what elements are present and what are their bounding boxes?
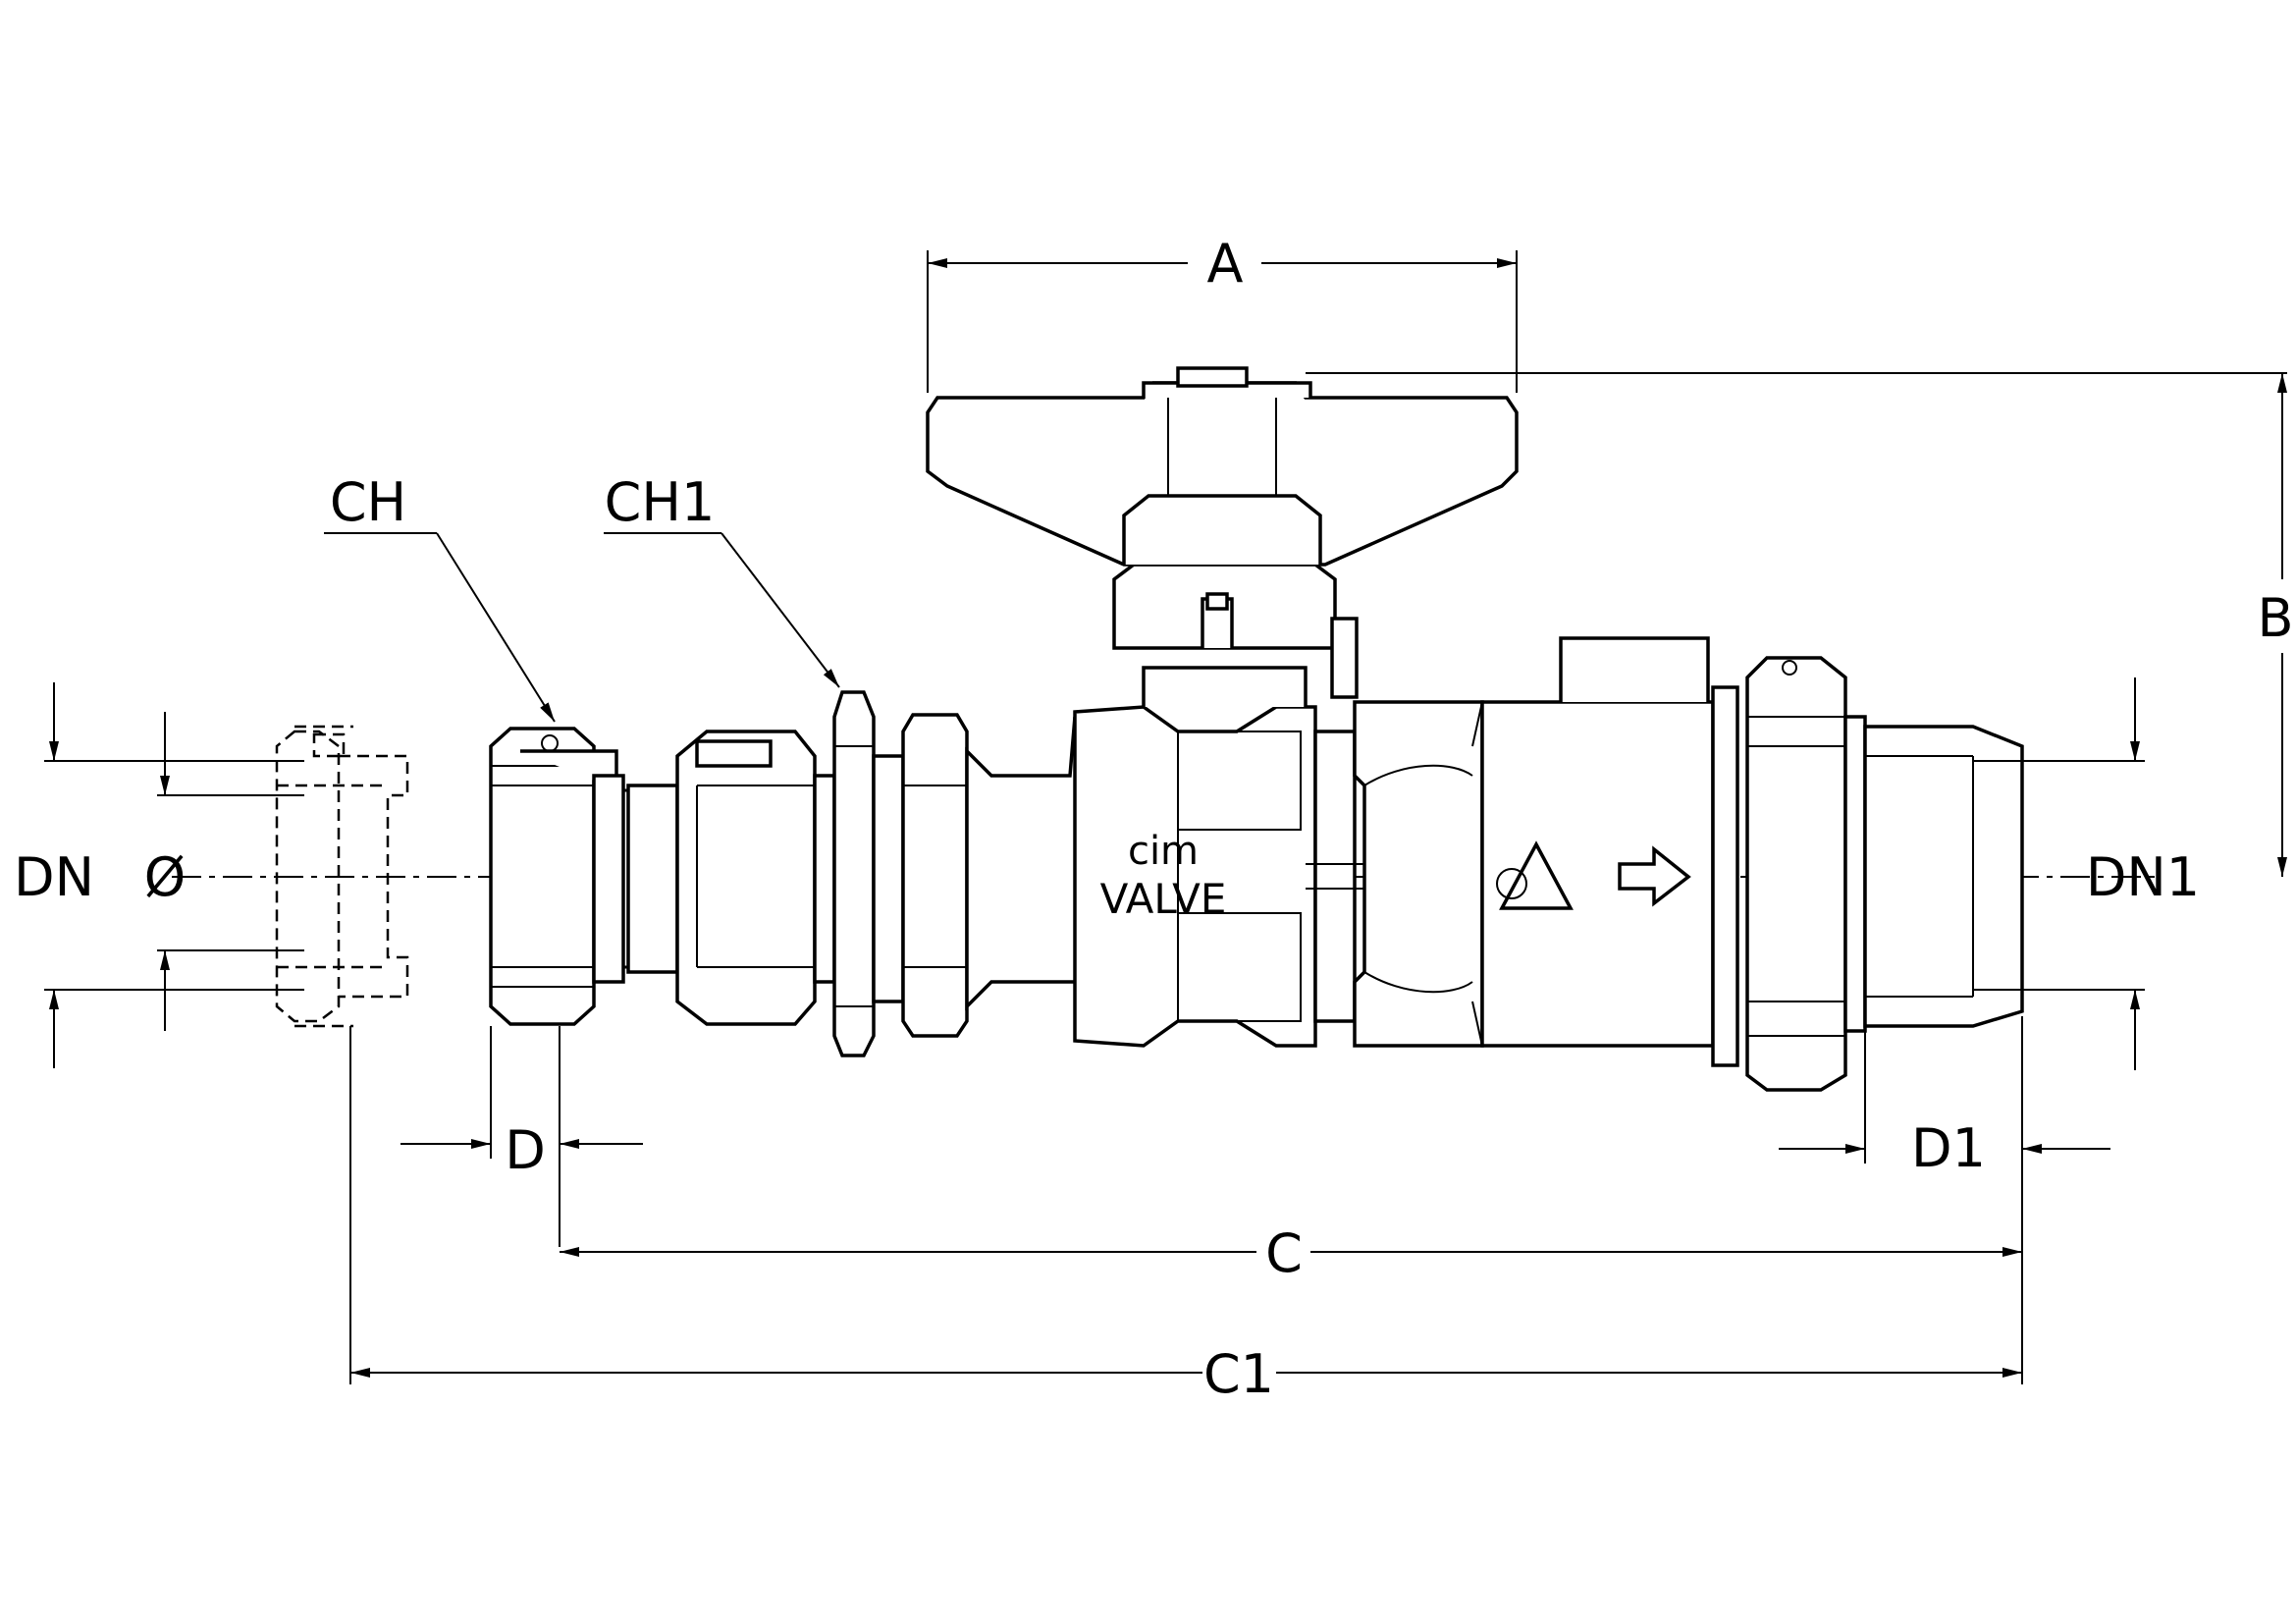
label-diameter: Ø [144,846,187,908]
sensor-port [1559,636,1710,702]
dim-d1: D1 [1779,1016,2110,1384]
flange-nut [901,713,1082,1038]
dim-dn1: DN1 [1973,677,2200,1070]
label-ch: CH [330,471,406,533]
dim-a: A [927,233,1518,393]
compression-nut-ch [489,727,679,1026]
lock-nut-ch1 [832,690,905,1057]
dim-diameter: Ø [144,712,304,1031]
phantom-compression-nut [275,725,409,1028]
brand-line2: VALVE [1100,875,1227,923]
valve-stem [1112,563,1359,707]
flow-arrow-icon [1618,845,1691,907]
dim-dn: DN [14,682,304,1068]
leader-ch: CH [324,471,556,723]
label-c: C [1265,1222,1303,1284]
dim-c1: C1 [349,1026,2022,1405]
label-b: B [2257,587,2293,649]
brand-line1: cim [1128,829,1199,874]
label-c1: C1 [1203,1343,1274,1405]
label-d: D [505,1119,546,1181]
label-dn1: DN1 [2086,846,2200,908]
label-ch1: CH1 [605,471,716,533]
dim-c: C [560,1222,2022,1284]
union-nut [675,730,836,1026]
dim-d: D [400,1026,643,1247]
butterfly-handle [926,366,1519,567]
right-union [1711,656,2024,1092]
brand-mark: cim VALVE [1100,829,1691,923]
valve-body [1073,700,1715,1048]
logo-icon [1499,840,1574,910]
leader-ch1: CH1 [604,471,840,688]
label-dn: DN [14,846,94,908]
label-a: A [1207,233,1244,295]
dim-b: B [1306,372,2294,877]
label-d1: D1 [1911,1117,1986,1179]
